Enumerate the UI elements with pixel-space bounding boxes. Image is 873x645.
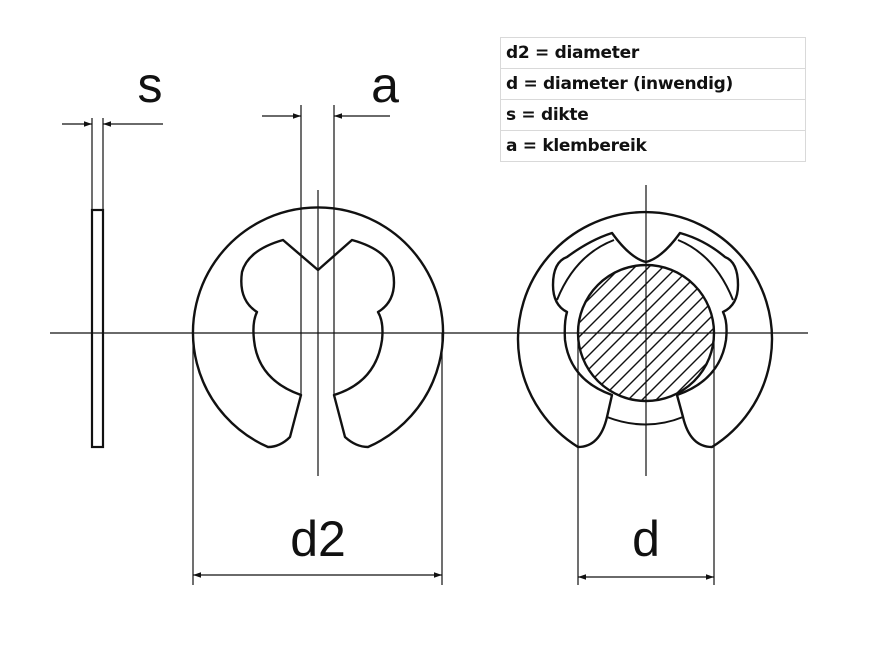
a-label: a — [371, 57, 399, 113]
e-clip-groove-line — [556, 239, 734, 301]
legend-text: a = klembereik — [500, 130, 806, 162]
legend-text: d2 = diameter — [500, 37, 806, 69]
legend-row: a = klembereik — [500, 130, 806, 162]
legend-row: d2 = diameter — [500, 37, 806, 69]
e-clip-mounted-view — [516, 210, 774, 449]
s-label: s — [138, 57, 163, 113]
legend-text: s = dikte — [500, 99, 806, 131]
e-clip-front-view — [191, 206, 445, 449]
legend-row: s = dikte — [500, 99, 806, 131]
legend-text: d = diameter (inwendig) — [500, 68, 806, 100]
d2-label: d2 — [290, 511, 346, 567]
e-clip-bottom-inner-arc — [606, 416, 684, 426]
side-view-thickness — [90, 208, 105, 449]
legend-table: d2 = diameter d = diameter (inwendig) s … — [500, 37, 806, 162]
d-label: d — [632, 511, 660, 567]
legend-row: d = diameter (inwendig) — [500, 68, 806, 100]
